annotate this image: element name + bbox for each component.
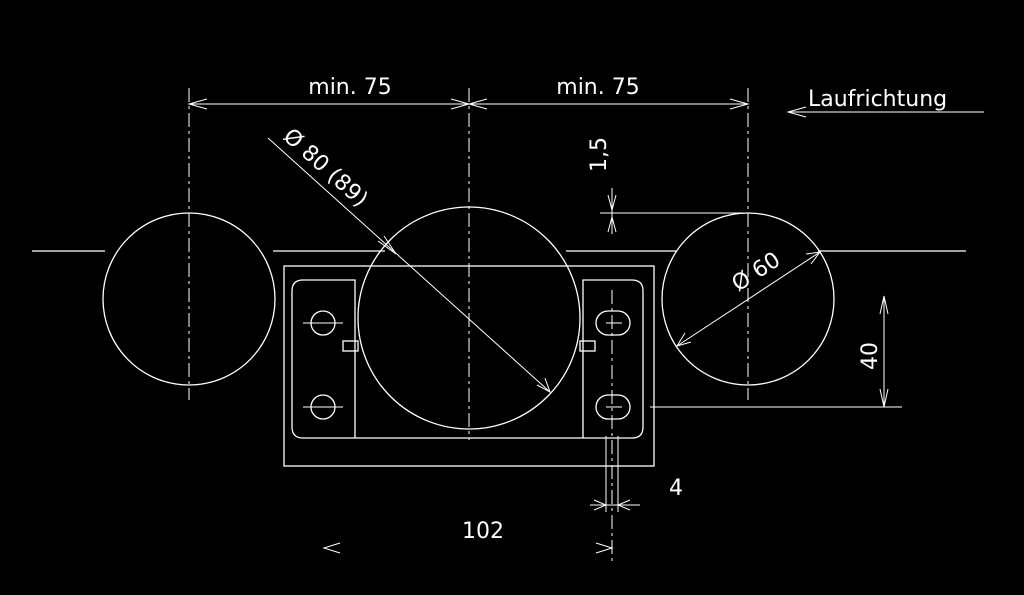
gap-dimension xyxy=(600,188,748,234)
large-diameter-leader xyxy=(267,137,551,394)
small-diameter-label: Ø 60 xyxy=(728,248,785,297)
slot-right-top xyxy=(595,310,631,336)
large-diameter-label: Ø 80 (89) xyxy=(278,124,372,212)
offset-dimension xyxy=(590,436,640,512)
roller-left xyxy=(102,212,276,386)
spacing-dimension xyxy=(187,98,750,110)
spacing-left-label: min. 75 xyxy=(308,75,391,100)
width-label: 102 xyxy=(462,519,504,544)
small-diameter-leader xyxy=(675,251,822,347)
roller-center xyxy=(357,206,581,430)
spacing-right-label: min. 75 xyxy=(556,75,639,100)
slot-right-bottom xyxy=(595,394,631,420)
height-label: 40 xyxy=(858,342,883,370)
center-lines xyxy=(188,88,749,565)
offset-label: 4 xyxy=(669,476,683,501)
height-dimension xyxy=(650,295,902,408)
width-dimension xyxy=(322,542,614,554)
direction-label: Laufrichtung xyxy=(808,87,947,112)
mounting-bracket xyxy=(283,265,655,467)
gap-label: 1,5 xyxy=(587,137,612,172)
direction-arrow xyxy=(786,106,984,118)
